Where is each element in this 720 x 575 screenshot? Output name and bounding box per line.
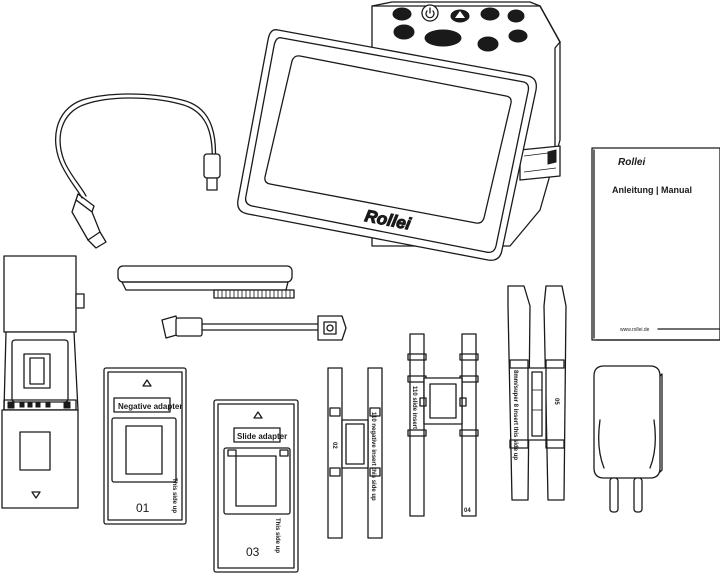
holder-notches — [7, 401, 71, 409]
insert-02-side-text: 110 negative insert this side up — [370, 412, 376, 501]
manual-title: Anleitung | Manual — [612, 185, 692, 195]
cleaning-brush-icon — [117, 265, 295, 299]
negative-adapter-label: Negative adapter — [118, 402, 182, 411]
film-holder-open — [1, 255, 85, 509]
film-scanner: Rollei — [237, 1, 561, 261]
insert-05-side-text: 8mm/super 8 insert this side up — [512, 370, 518, 460]
power-plug-icon — [593, 365, 663, 513]
insert-02-number: 02 — [331, 442, 337, 449]
negative-insert-02: 02 110 negative insert this side up — [327, 367, 383, 539]
usb-cable-icon — [55, 93, 221, 249]
negative-adapter: Negative adapter This side up 01 — [103, 367, 187, 525]
slide-adapter-number: 03 — [246, 545, 260, 559]
negative-adapter-side-text: This side up — [171, 478, 177, 513]
slide-adapter-label: Slide adapter — [237, 432, 287, 441]
hdmi-cable-icon — [161, 315, 347, 341]
scanner-buttons[interactable] — [392, 4, 528, 52]
insert-04-number: 04 — [464, 508, 471, 514]
slide-adapter-side-text: This side up — [274, 518, 280, 553]
manual-brand-logo: Rollei — [618, 157, 645, 168]
slide-adapter: Slide adapter This side up 03 — [213, 399, 299, 573]
slide-insert-04: 110 slide insert 04 — [407, 333, 479, 517]
manual-url: www.rollei.de — [620, 327, 650, 333]
film-insert-05: 8mm/super 8 insert this side up 05 — [507, 285, 567, 501]
negative-adapter-number: 01 — [136, 501, 150, 515]
insert-04-side-text: 110 slide insert — [411, 386, 417, 429]
insert-05-number: 05 — [553, 398, 559, 405]
manual-booklet: Rollei Anleitung | Manual www.rollei.de — [591, 147, 720, 341]
